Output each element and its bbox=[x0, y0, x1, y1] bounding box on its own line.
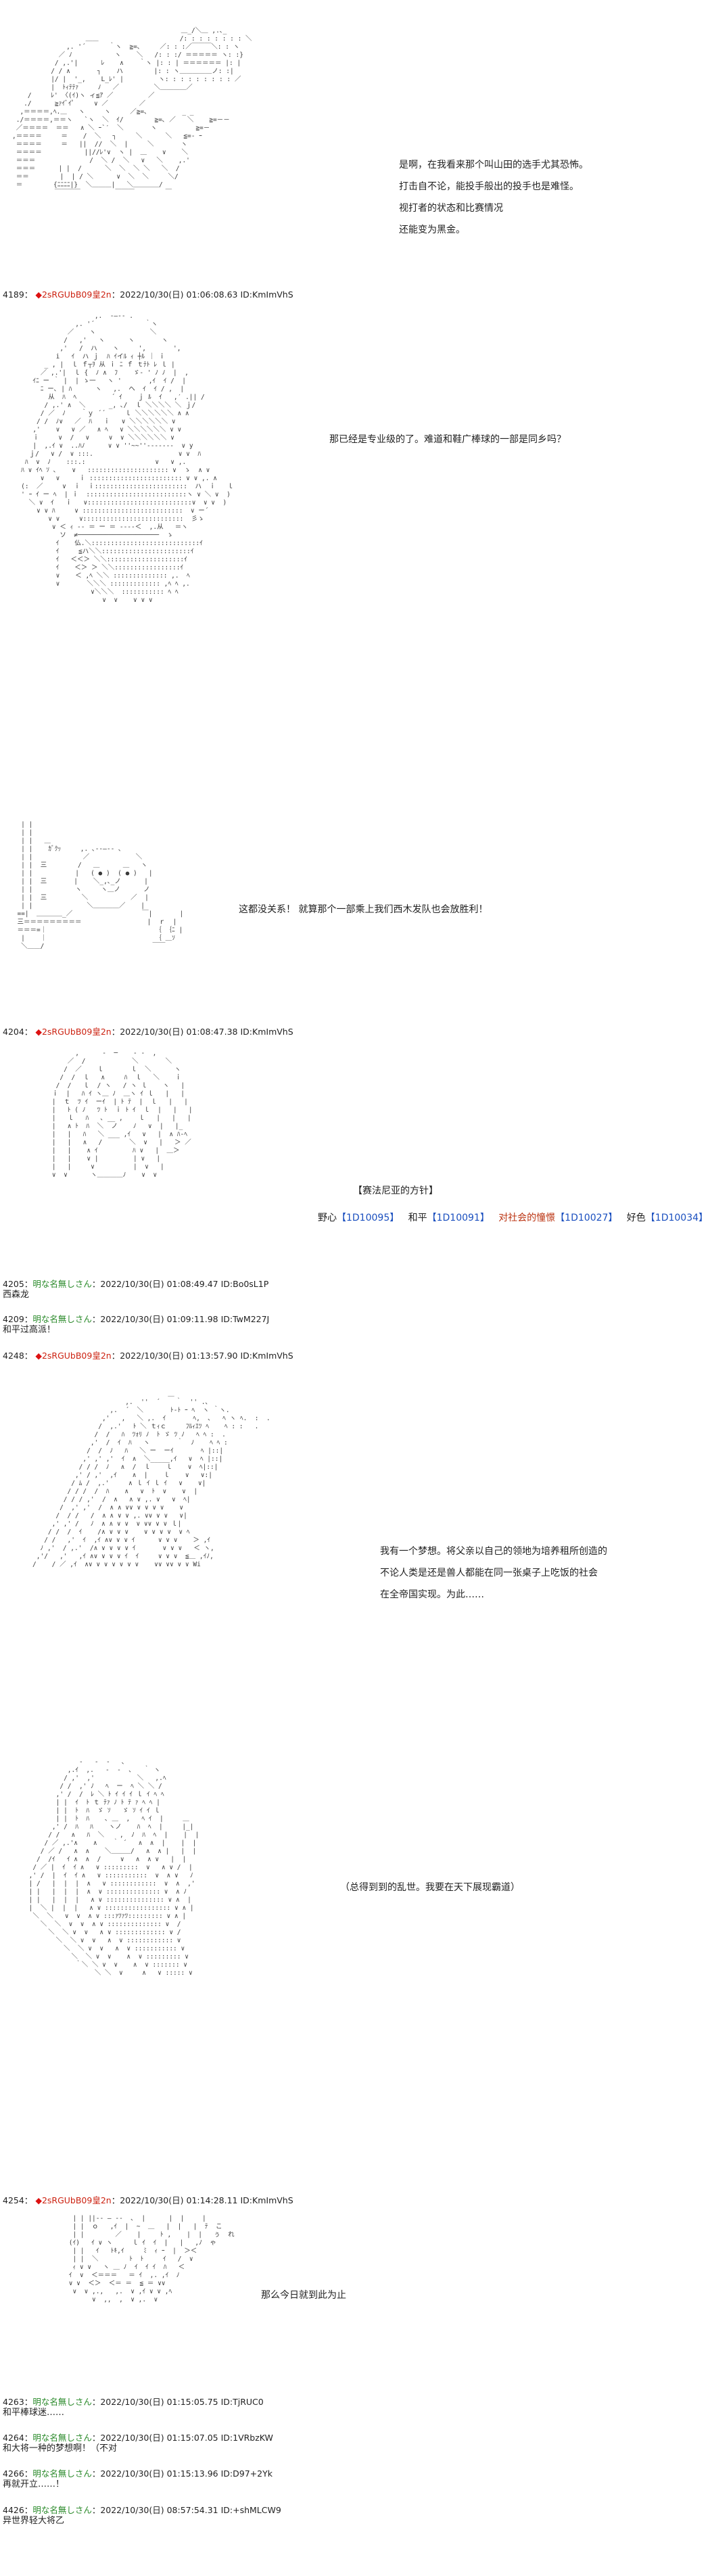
reply-text: 西森龙 bbox=[3, 1290, 30, 1300]
dialog-line: 我有一个梦想。将父亲以自己的领地为培养租所创造的 bbox=[380, 1546, 607, 1557]
dialog-block-2: 那已经是专业级的了。难道和鞋广棒球的一部是同乡吗？ bbox=[329, 429, 566, 450]
post-header: 4204：◆2sRGUbB09皇2n：2022/10/30(日) 01:08:4… bbox=[3, 1027, 293, 1037]
dialog-block-3: 这都没关系！ 就算那个一部乘上我们西木发队也会放胜利！ bbox=[239, 899, 488, 920]
reply-text: 再就开立……！ bbox=[3, 2479, 65, 2489]
reply-text: 异世界轻大将乙 bbox=[3, 2516, 65, 2526]
dice-result-link[interactable]: 【1D10034】 bbox=[645, 1213, 708, 1223]
dialog-line: 在全帝国实现。为此…… bbox=[380, 1589, 484, 1600]
dice-result-link[interactable]: 【1D10095】 bbox=[337, 1213, 400, 1223]
post-header: 4254：◆2sRGUbB09皇2n：2022/10/30(日) 01:14:2… bbox=[3, 2195, 293, 2205]
dialog-block-1: 是啊，在我看来那个叫山田的选手尤其恐怖。 打击自不论，能投手般出的投手也是难怪。… bbox=[399, 154, 588, 241]
poster-name-link[interactable]: 明な名無しさん bbox=[32, 1314, 92, 1324]
dialog-line: 那已经是专业级的了。难道和鞋广棒球的一部是同乡吗？ bbox=[329, 434, 566, 445]
dialog-line: 不论人类是还是兽人都能在同一张桌子上吃饭的社会 bbox=[380, 1568, 598, 1578]
post-header: 4426：明な名無しさん：2022/10/30(日) 08:57:54.31 I… bbox=[3, 2505, 281, 2515]
vote-title: 【赛法尼亚的方针】 bbox=[353, 1186, 438, 1196]
post-header: 4264：明な名無しさん：2022/10/30(日) 01:15:07.05 I… bbox=[3, 2433, 273, 2443]
post-header: 4248：◆2sRGUbB09皇2n：2022/10/30(日) 01:13:5… bbox=[3, 1351, 293, 1361]
vote-block: 【赛法尼亚的方针】 bbox=[353, 1184, 438, 1197]
ascii-art-scene-6: - ‐ - ､ ,.ｲ ,. - - ､ ｀ ヽ / ,' ,' ＼ ,.ﾍ /… bbox=[28, 1758, 199, 1977]
dialog-line: 这都没关系！ 就算那个一部乘上我们西木发队也会放胜利！ bbox=[239, 904, 488, 915]
dialog-line: 视打者的状态和比赛情况 bbox=[399, 203, 503, 214]
dice-result-link[interactable]: 【1D10091】 bbox=[427, 1213, 490, 1223]
dialog-block-7: 那么今日就到此为止 bbox=[261, 2285, 346, 2306]
dialog-block-5: 我有一个梦想。将父亲以自己的领地为培养租所创造的 不论人类是还是兽人都能在同一张… bbox=[380, 1541, 607, 1606]
poster-name-link[interactable]: 明な名無しさん bbox=[32, 1279, 92, 1289]
poster-name-link[interactable]: 明な名無しさん bbox=[32, 2468, 92, 2479]
reply-text: 和平棒球迷…… bbox=[3, 2408, 65, 2418]
ascii-art-scene-3: | | | | | | ＿ | | ｶﾞｸｯ ,. ､-‐―‐- ､ | | ／… bbox=[17, 821, 184, 950]
post-header: 4263：明な名無しさん：2022/10/30(日) 01:15:05.75 I… bbox=[3, 2397, 264, 2407]
reply-text: 和平过高派！ bbox=[3, 1325, 56, 1335]
post-header: 4189：◆2sRGUbB09皇2n：2022/10/30(日) 01:06:0… bbox=[3, 289, 293, 300]
dice-result-link[interactable]: 【1D10027】 bbox=[555, 1213, 618, 1223]
post-header: 4209：明な名無しさん：2022/10/30(日) 01:09:11.98 I… bbox=[3, 1314, 270, 1324]
dialog-line: 那么今日就到此为止 bbox=[261, 2290, 346, 2301]
ascii-art-scene-7: | | ||-- ― ‐- ､ | | | | | | ｏ ,ｲ | ~ ＿ |… bbox=[68, 2215, 235, 2303]
ascii-art-scene-2: ,. -―‐- . ,. '´ ｀ヽ ／ ヽ ＼ / ,' ヽ ヽ ヽ ,' /… bbox=[21, 312, 234, 604]
poster-name-link[interactable]: 明な名無しさん bbox=[32, 2433, 92, 2443]
dialog-line: （总得到到的乱世。我要在天下展现霸道） bbox=[340, 1882, 520, 1893]
poster-name-link[interactable]: 2sRGUbB09皇2n bbox=[41, 289, 112, 300]
poster-name-link[interactable]: 明な名無しさん bbox=[32, 2397, 92, 2407]
post-header: 4205：明な名無しさん：2022/10/30(日) 01:08:49.47 I… bbox=[3, 1279, 269, 1289]
reply-text: 和大将一种的梦想啊！（不对 bbox=[3, 2443, 118, 2454]
dialog-line: 打击自不论，能投手般出的投手也是难怪。 bbox=[399, 181, 579, 192]
dialog-line: 还能变为黑金。 bbox=[399, 225, 465, 235]
poster-name-link[interactable]: 2sRGUbB09皇2n bbox=[41, 1027, 112, 1037]
ascii-art-scene-4: , - ─ ‐ - , ／ / ＼ ＼ / ／ ｌ ｌ ＼ ヽ / / ｌ ∧ … bbox=[51, 1050, 193, 1179]
dialog-block-6: （总得到到的乱世。我要在天下展现霸道） bbox=[340, 1877, 520, 1898]
poster-name-link[interactable]: 2sRGUbB09皇2n bbox=[41, 1351, 112, 1361]
post-header: 4266：明な名無しさん：2022/10/30(日) 01:15:13.96 I… bbox=[3, 2468, 273, 2479]
dialog-line: 是啊，在我看来那个叫山田的选手尤其恐怖。 bbox=[399, 160, 588, 170]
poster-name-link[interactable]: 2sRGUbB09皇2n bbox=[41, 2195, 112, 2205]
ascii-art-scene-1: ＿_/＼＿ ,.､_ ＿＿ /: : : : : : : : ＼ ,. '´ ｀… bbox=[12, 27, 252, 197]
poster-name-link[interactable]: 明な名無しさん bbox=[32, 2505, 92, 2515]
ascii-art-scene-5: ＿ ,. '' ´ ｀ '' .､ ,. ´ ＼ ﾄ‐ﾄ ｰ ﾍ ヽ ｀ヽ. ,… bbox=[32, 1390, 270, 1568]
vote-options: 野心【1D10095】 和平【1D10091】 对社会的憧憬【1D10027】 … bbox=[318, 1213, 708, 1223]
